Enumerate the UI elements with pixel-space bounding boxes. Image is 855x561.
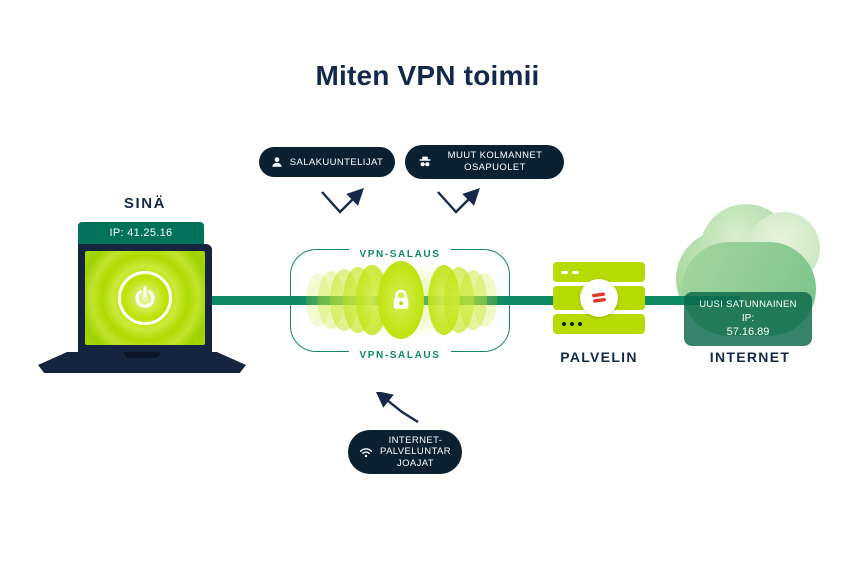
laptop-base bbox=[38, 352, 246, 373]
server-vent-dash bbox=[572, 270, 579, 274]
encryption-coil bbox=[306, 273, 330, 327]
third-parties-label: MUUT KOLMANNET OSAPUOLET bbox=[447, 150, 543, 173]
server-bar-top bbox=[553, 262, 645, 282]
your-ip-badge: IP: 41.25.16 bbox=[78, 222, 204, 244]
deflected-arrow-third-parties bbox=[437, 188, 480, 214]
server-led-dot bbox=[570, 322, 574, 326]
laptop-notch bbox=[124, 352, 160, 358]
deflected-arrow-isp bbox=[375, 392, 419, 424]
power-glyph bbox=[135, 286, 155, 308]
spy-icon bbox=[419, 156, 431, 167]
encryption-coil bbox=[459, 270, 487, 330]
isp-label-line2: PALVELUNTAR bbox=[380, 446, 451, 458]
you-label: SINÄ bbox=[123, 195, 167, 212]
eavesdroppers-label: SALAKUUNTELIJAT bbox=[289, 156, 384, 168]
third-parties-badge: MUUT KOLMANNET OSAPUOLET bbox=[405, 145, 564, 179]
wifi-icon bbox=[359, 448, 373, 458]
new-ip-line2: IP: bbox=[741, 312, 755, 324]
server-led-dot bbox=[578, 322, 582, 326]
server-led-dot bbox=[562, 322, 566, 326]
isp-badge: INTERNET- PALVELUNTAR JOAJAT bbox=[348, 430, 462, 474]
encryption-coil bbox=[473, 273, 497, 327]
server-caption: PALVELIN bbox=[560, 349, 638, 365]
encryption-coil bbox=[318, 271, 344, 329]
server-logo-circle bbox=[580, 279, 618, 317]
lock-icon bbox=[393, 289, 409, 309]
red-vpn-logo-icon bbox=[592, 292, 606, 303]
vpn-encryption-label-top: VPN-SALAUS bbox=[290, 244, 510, 262]
eavesdroppers-badge: SALAKUUNTELIJAT bbox=[259, 147, 395, 177]
internet-caption: INTERNET bbox=[709, 349, 791, 365]
isp-label: INTERNET- PALVELUNTAR JOAJAT bbox=[380, 435, 451, 469]
vpn-encryption-label-bottom: VPN-SALAUS bbox=[290, 345, 510, 363]
server-vent-dash bbox=[561, 270, 568, 274]
laptop-illustration bbox=[78, 244, 212, 352]
power-icon bbox=[118, 271, 172, 325]
new-ip-line3: 57.16.89 bbox=[726, 325, 770, 338]
page-title: Miten VPN toimii bbox=[315, 60, 540, 91]
vpn-server-illustration bbox=[553, 262, 645, 334]
new-ip-line1: UUSI SATUNNAINEN bbox=[699, 299, 797, 311]
isp-label-line1: INTERNET- bbox=[388, 434, 443, 446]
server-bar-bottom bbox=[553, 314, 645, 334]
isp-label-line3: JOAJAT bbox=[396, 457, 435, 469]
vpn-encryption-text-bottom: VPN-SALAUS bbox=[349, 350, 451, 361]
encryption-coil bbox=[444, 267, 474, 333]
new-random-ip-badge: UUSI SATUNNAINEN IP: 57.16.89 bbox=[684, 292, 812, 346]
vpn-encryption-text-top: VPN-SALAUS bbox=[349, 249, 451, 260]
laptop-screen bbox=[85, 251, 205, 345]
person-icon bbox=[272, 157, 282, 167]
encryption-coil-lock bbox=[378, 261, 424, 339]
deflected-arrow-eavesdroppers bbox=[321, 188, 364, 214]
